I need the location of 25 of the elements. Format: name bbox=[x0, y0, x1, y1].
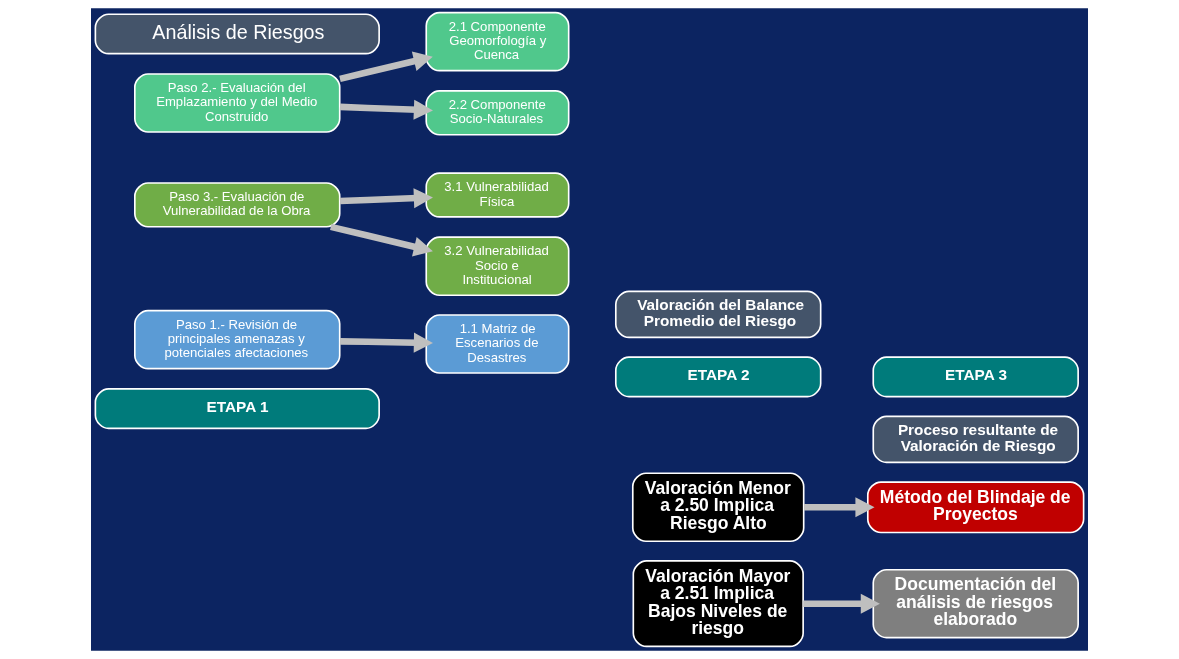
node-box: Valoración Menor a 2.50 Implica Riesgo Alto bbox=[631, 472, 805, 543]
node-box: Paso 2.- Evaluación del Emplazamiento y del Medio Construido bbox=[134, 73, 341, 133]
arrow bbox=[339, 188, 433, 209]
arrow bbox=[339, 99, 433, 120]
arrow bbox=[339, 51, 433, 83]
node-box: 2.2 Componente Socio-Naturales bbox=[425, 90, 570, 136]
node-box: 3.1 Vulnerabilidad Física bbox=[425, 172, 570, 218]
node-box: Documentación del análisis de riesgos elaborado bbox=[872, 568, 1079, 639]
arrow bbox=[339, 332, 433, 353]
node-box: Análisis de Riesgos bbox=[94, 13, 380, 55]
node-box: Paso 1.- Revisión de principales amenazas y potenciales afectaciones bbox=[134, 309, 341, 370]
node-box: ETAPA 1 bbox=[94, 388, 380, 430]
arrow bbox=[330, 223, 433, 257]
node-box: Valoración Mayor a 2.51 Implica Bajos Niveles de riesgo bbox=[632, 560, 804, 648]
arrow bbox=[804, 497, 875, 518]
node-box: ETAPA 2 bbox=[614, 356, 822, 398]
node-box: 1.1 Matriz de Escenarios de Desastres bbox=[425, 314, 570, 374]
node-box: ETAPA 3 bbox=[872, 356, 1079, 398]
node-box: Método del Blindaje de Proyectos bbox=[866, 481, 1085, 534]
node-box: 2.1 Componente Geomorfología y Cuenca bbox=[425, 11, 570, 72]
node-box: Valoración del Balance Promedio del Riesgo bbox=[614, 290, 822, 339]
node-box: Proceso resultante de Valoración de Riesgo bbox=[872, 415, 1079, 464]
arrow bbox=[803, 593, 880, 614]
node-box: 3.2 Vulnerabilidad Socio e Institucional bbox=[425, 236, 570, 297]
node-box: Paso 3.- Evaluación de Vulnerabilidad de la Obra bbox=[134, 182, 341, 228]
